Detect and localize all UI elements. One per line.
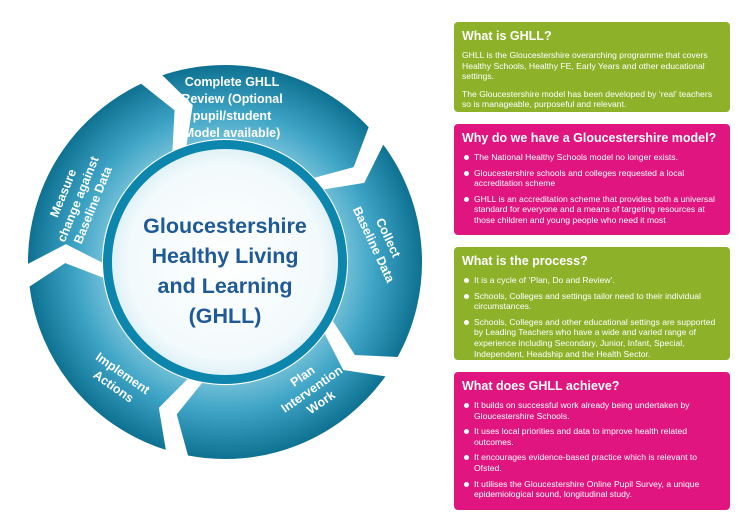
step-1-line-3: pupil/student bbox=[193, 109, 272, 123]
panel-process: What is the process? It is a cycle of ‘P… bbox=[454, 247, 730, 360]
step-1-line-4: Model available) bbox=[184, 126, 281, 140]
panel-what-paragraph-2: The Gloucestershire model has been devel… bbox=[462, 88, 712, 110]
center-circle bbox=[112, 149, 338, 375]
step-complete-review-label: Complete GHLL Review (Optional pupil/stu… bbox=[181, 75, 282, 140]
list-item: It utilises the Gloucestershire Online P… bbox=[462, 479, 722, 500]
step-1-line-1: Complete GHLL bbox=[185, 75, 280, 89]
list-item: Gloucestershire schools and colleges req… bbox=[462, 168, 722, 189]
panel-achieve-list: It builds on successful work already bei… bbox=[462, 400, 722, 500]
center-title-line-2: Healthy Living bbox=[152, 244, 299, 268]
center-title-line-1: Gloucestershire bbox=[143, 214, 307, 238]
list-item: It is a cycle of ‘Plan, Do and Review’. bbox=[462, 275, 722, 286]
list-item: Schools, Colleges and other educational … bbox=[462, 317, 722, 359]
center-title-line-4: (GHLL) bbox=[189, 304, 262, 328]
center-title: Gloucestershire Healthy Living and Learn… bbox=[143, 214, 307, 328]
list-item: The National Healthy Schools model no lo… bbox=[462, 152, 722, 163]
panel-process-title: What is the process? bbox=[462, 254, 588, 268]
center-title-line-3: and Learning bbox=[158, 274, 293, 298]
panel-achieve: What does GHLL achieve? It builds on suc… bbox=[454, 372, 730, 510]
panel-why-title: Why do we have a Gloucestershire model? bbox=[462, 131, 717, 145]
list-item: It encourages evidence-based practice wh… bbox=[462, 452, 722, 473]
list-item: GHLL is an accreditation scheme that pro… bbox=[462, 194, 722, 226]
panel-why-list: The National Healthy Schools model no lo… bbox=[462, 152, 722, 226]
panel-process-list: It is a cycle of ‘Plan, Do and Review’. … bbox=[462, 275, 722, 359]
step-1-line-2: Review (Optional bbox=[181, 92, 282, 106]
panel-achieve-title: What does GHLL achieve? bbox=[462, 379, 620, 393]
list-item: Schools, Colleges and settings tailor ne… bbox=[462, 291, 722, 312]
panel-what-is-ghll: What is GHLL? GHLL is the Gloucestershir… bbox=[454, 22, 730, 112]
cycle-segments bbox=[25, 63, 425, 462]
panel-what-paragraph-1: GHLL is the Gloucestershire overarching … bbox=[462, 50, 708, 82]
panel-why-model: Why do we have a Gloucestershire model? … bbox=[454, 124, 730, 235]
panel-what-title: What is GHLL? bbox=[462, 29, 552, 43]
list-item: It builds on successful work already bei… bbox=[462, 400, 722, 421]
list-item: It uses local priorities and data to imp… bbox=[462, 426, 722, 447]
